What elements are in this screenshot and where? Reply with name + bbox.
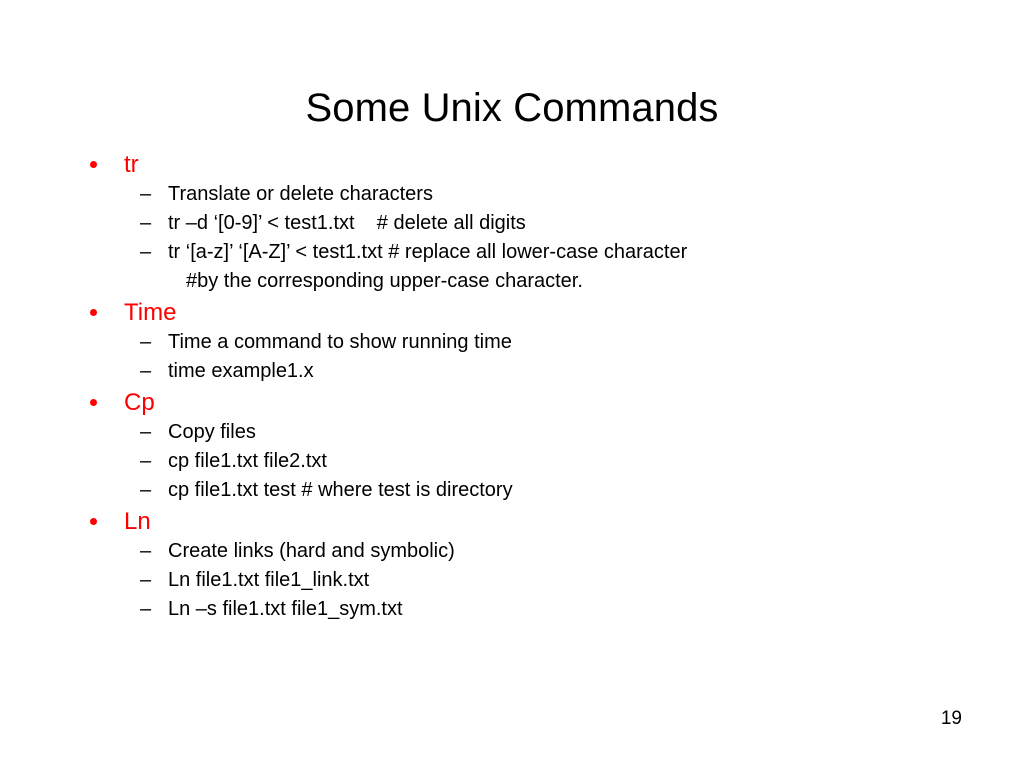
bullet-level2: –Time a command to show running time	[86, 328, 966, 357]
bullet-dash-icon: –	[140, 479, 152, 501]
bullet-level2-label: Ln –s file1.txt file1_sym.txt	[168, 598, 403, 620]
bullet-level2-label: tr ‘[a-z]’ ‘[A-Z]’ < test1.txt # replace…	[168, 241, 688, 263]
bullet-dash-icon: –	[140, 421, 152, 443]
bullet-level2: –Ln –s file1.txt file1_sym.txt	[86, 595, 966, 624]
bullet-group: Cp–Copy files–cp file1.txt file2.txt–cp …	[86, 388, 966, 505]
bullet-group: Ln–Create links (hard and symbolic)–Ln f…	[86, 507, 966, 624]
bullet-dash-icon: –	[140, 360, 152, 382]
bullet-level1-label: tr	[124, 151, 139, 178]
bullet-level2-label: Time a command to show running time	[168, 331, 512, 353]
bullet-level1: tr	[86, 150, 966, 180]
bullet-dash-icon: –	[140, 450, 152, 472]
page-number: 19	[940, 708, 962, 729]
bullet-sublist: –Copy files–cp file1.txt file2.txt–cp fi…	[86, 418, 966, 505]
bullet-level2-label: cp file1.txt test # where test is direct…	[168, 479, 513, 501]
bullet-dash-icon: –	[140, 241, 152, 263]
bullet-level2: –cp file1.txt test # where test is direc…	[86, 476, 966, 505]
bullet-level1-label: Ln	[124, 508, 151, 535]
bullet-level2: –tr –d ‘[0-9]’ < test1.txt # delete all …	[86, 209, 966, 238]
bullet-level2: –Ln file1.txt file1_link.txt	[86, 566, 966, 595]
bullet-sublist: –Create links (hard and symbolic)–Ln fil…	[86, 537, 966, 624]
bullet-level2-label: cp file1.txt file2.txt	[168, 450, 327, 472]
bullet-group: tr–Translate or delete characters–tr –d …	[86, 150, 966, 296]
bullet-dash-icon: –	[140, 540, 152, 562]
bullet-level2: –cp file1.txt file2.txt	[86, 447, 966, 476]
bullet-dash-icon: –	[140, 598, 152, 620]
bullet-dot-icon	[90, 518, 97, 525]
bullet-dot-icon	[90, 161, 97, 168]
bullet-level1-label: Time	[124, 299, 177, 326]
bullet-level2: –Translate or delete characters	[86, 180, 966, 209]
bullet-group: Time–Time a command to show running time…	[86, 298, 966, 386]
bullet-level1: Time	[86, 298, 966, 328]
bullet-level2: –Copy files	[86, 418, 966, 447]
bullet-dash-icon: –	[140, 183, 152, 205]
bullet-level2-label: tr –d ‘[0-9]’ < test1.txt # delete all d…	[168, 212, 526, 234]
page-title: Some Unix Commands	[305, 85, 719, 130]
slide-body: tr–Translate or delete characters–tr –d …	[86, 150, 966, 624]
bullet-dash-icon: –	[140, 569, 152, 591]
bullet-level1-label: Cp	[124, 389, 155, 416]
bullet-level2-label: Copy files	[168, 421, 256, 443]
bullet-dash-icon: –	[140, 331, 152, 353]
bullet-level2: –tr ‘[a-z]’ ‘[A-Z]’ < test1.txt # replac…	[86, 238, 966, 267]
bullet-level2-label: Translate or delete characters	[168, 183, 433, 205]
bullet-dot-icon	[90, 309, 97, 316]
bullet-level2-label: time example1.x	[168, 360, 314, 382]
bullet-level1: Cp	[86, 388, 966, 418]
bullet-dash-icon: –	[140, 212, 152, 234]
bullet-dot-icon	[90, 399, 97, 406]
bullet-sublist: –Translate or delete characters–tr –d ‘[…	[86, 180, 966, 296]
bullet-sublist: –Time a command to show running time–tim…	[86, 328, 966, 386]
bullet-level2-label: Create links (hard and symbolic)	[168, 540, 455, 562]
bullet-level2: –time example1.x	[86, 357, 966, 386]
bullet-level2-label: Ln file1.txt file1_link.txt	[168, 569, 370, 591]
bullet-level2-continuation: #by the corresponding upper-case charact…	[186, 270, 583, 292]
bullet-level1: Ln	[86, 507, 966, 537]
bullet-level2: –Create links (hard and symbolic)	[86, 537, 966, 566]
